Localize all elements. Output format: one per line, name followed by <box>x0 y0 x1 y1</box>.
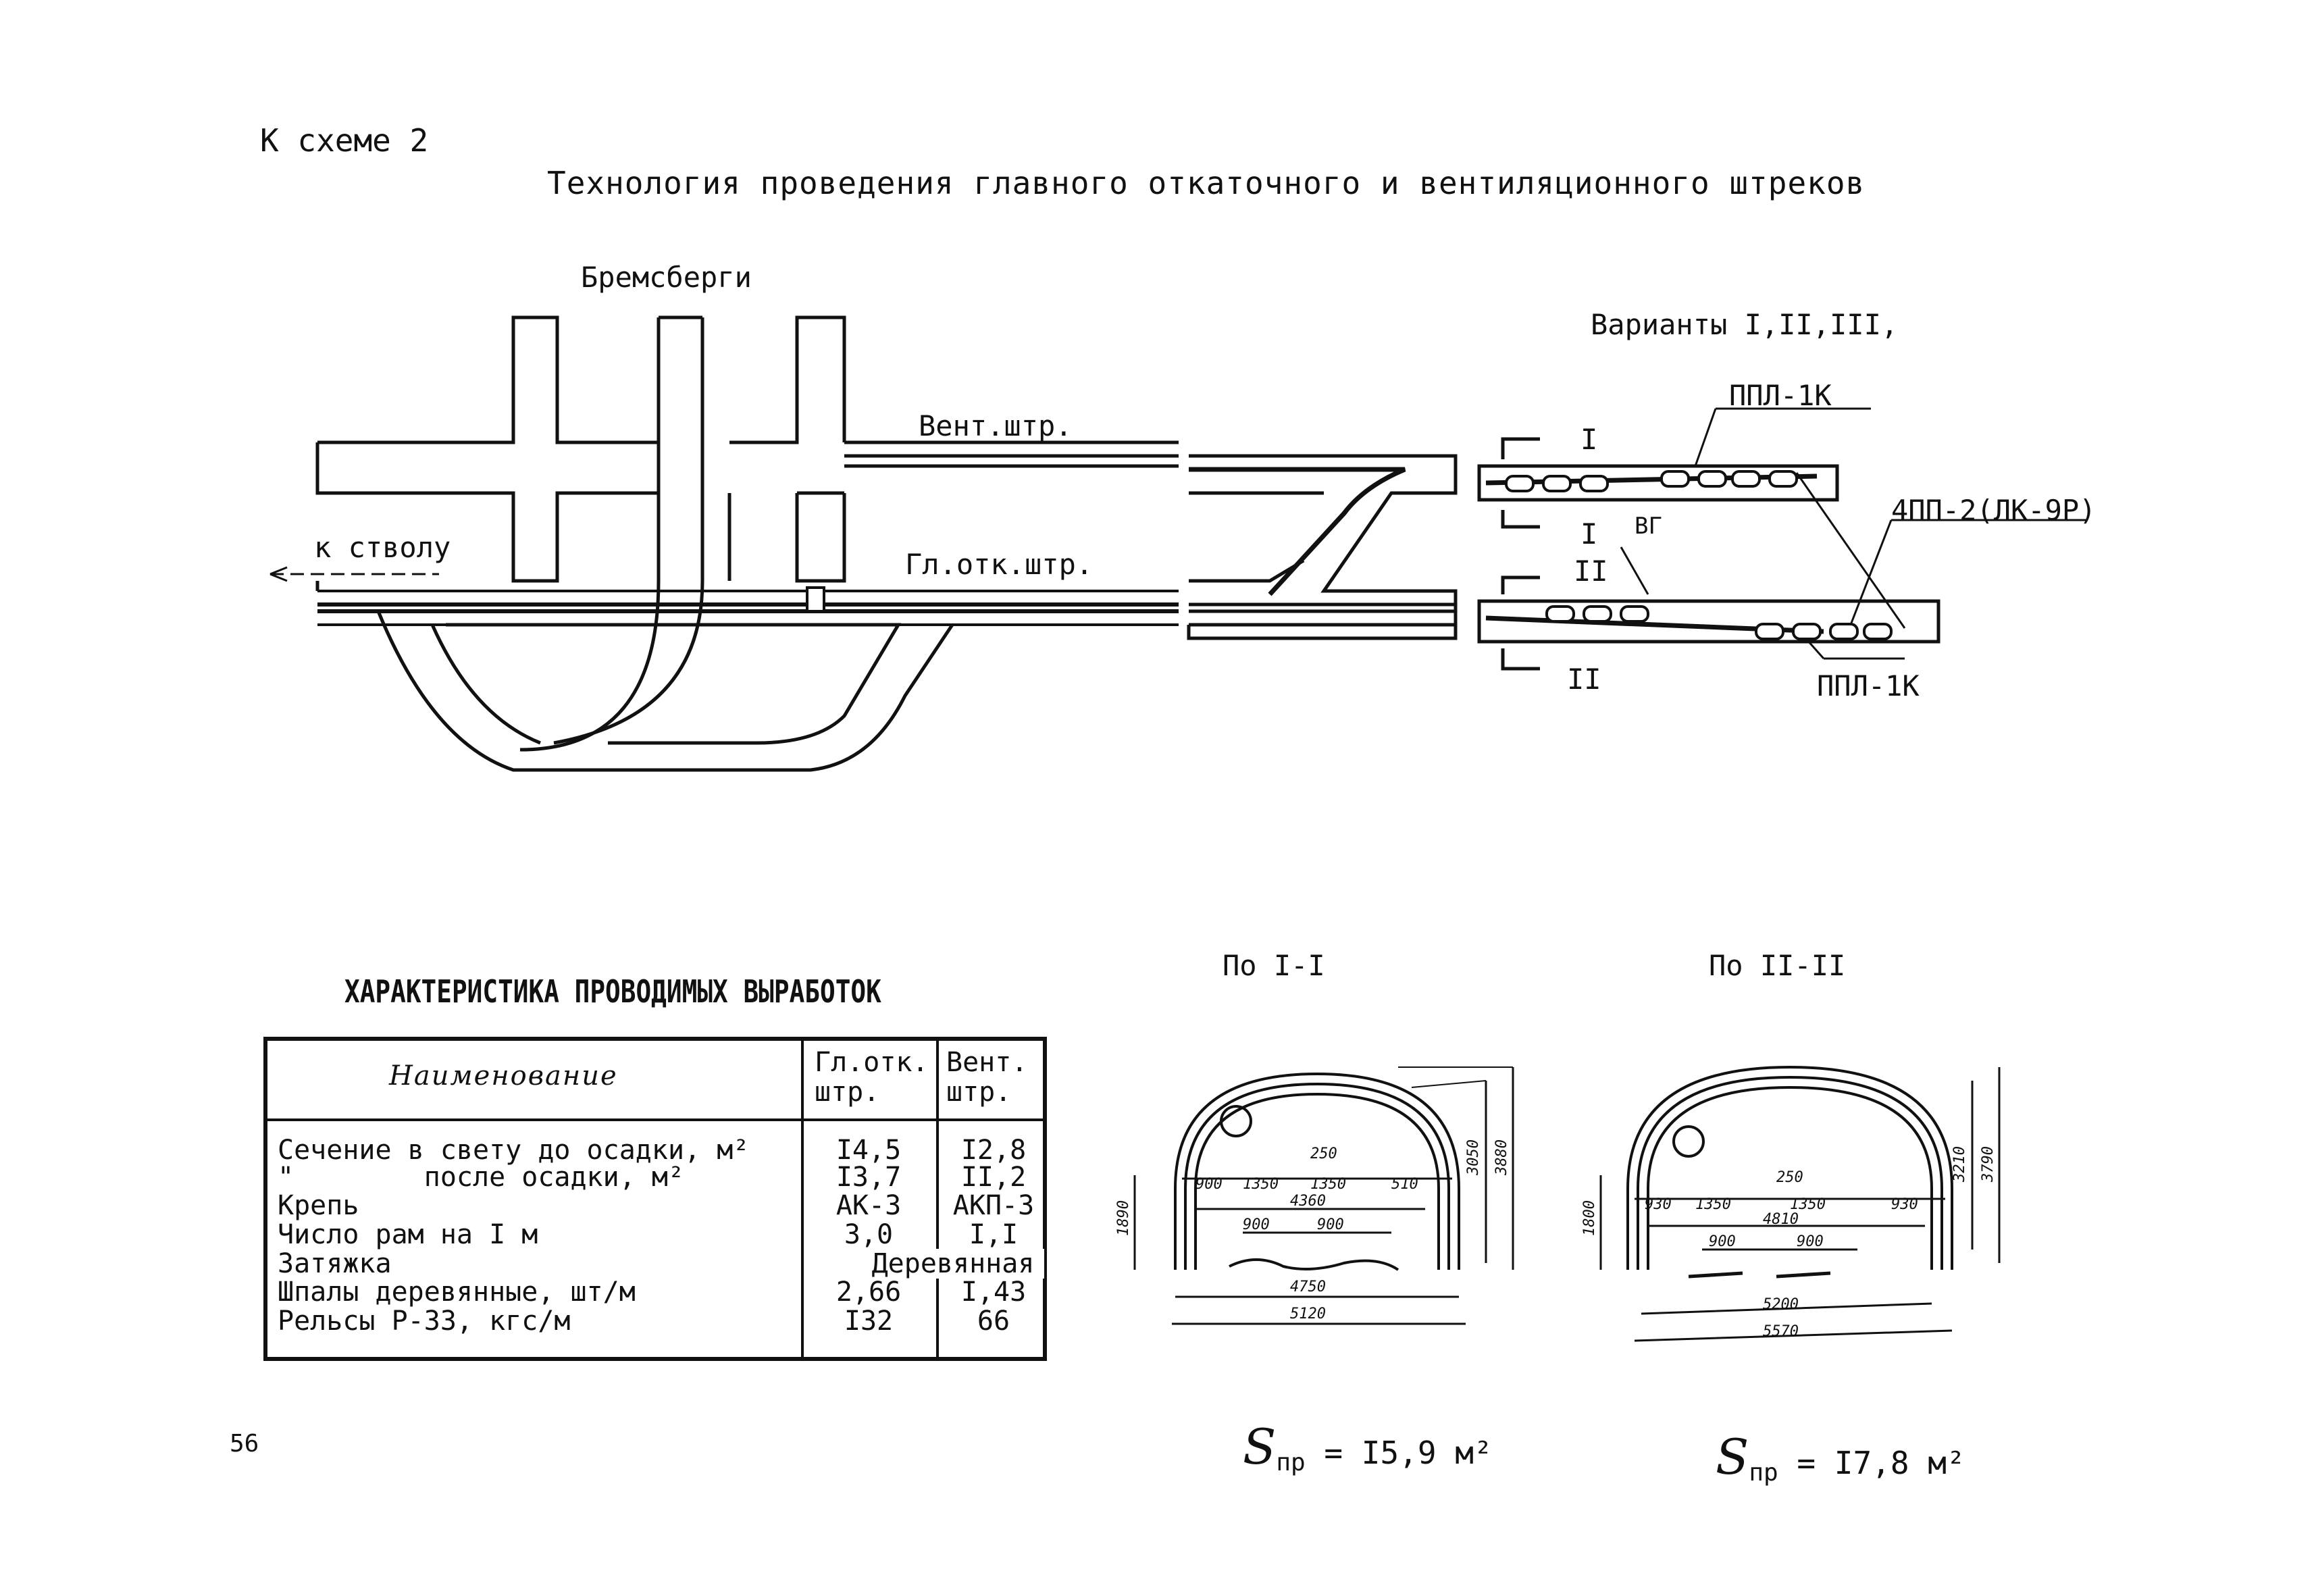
dim-e: 900 <box>1709 1233 1736 1250</box>
row-name: Сечение в свету до осадки, м² <box>278 1135 750 1166</box>
area-symbol: S <box>1716 1428 1749 1485</box>
dim-w: 4810 <box>1763 1211 1799 1228</box>
label-section-II-bottom: II <box>1567 663 1601 696</box>
row-name: Затяжка <box>278 1248 392 1279</box>
header-vent: Вент. штр. <box>946 1047 1028 1108</box>
dim-b: 1350 <box>1695 1196 1731 1213</box>
dim-h1: 3210 <box>1951 1146 1968 1183</box>
section-2-drawing: 250 930 1350 1350 930 4810 900 900 5200 … <box>1581 1065 2001 1342</box>
label-gl-otk-shtr: Гл.отк.штр. <box>905 548 1093 581</box>
dim-h2: 3790 <box>1980 1146 1997 1183</box>
header-gl-otk: Гл.отк. штр. <box>815 1047 929 1108</box>
dim-h2: 3880 <box>1493 1139 1510 1176</box>
label-vent-shtr: Вент.штр. <box>919 409 1073 442</box>
dim-d: 510 <box>1391 1176 1418 1193</box>
dim-side: 1890 <box>1115 1200 1132 1236</box>
label-section-I-bottom: I <box>1580 517 1597 550</box>
label-section-II-top: II <box>1574 555 1608 588</box>
dim-c: 1350 <box>1310 1176 1346 1193</box>
dim-inner: 4750 <box>1290 1279 1326 1295</box>
section-1-area: Sпр = I5,9 м² <box>1243 1418 1493 1476</box>
row-gl: I4,5 <box>835 1135 902 1166</box>
dim-side: 1800 <box>1581 1200 1598 1236</box>
row-vent: I,43 <box>960 1277 1027 1308</box>
dim-f: 900 <box>1797 1233 1824 1250</box>
row-vent: II,2 <box>960 1162 1027 1193</box>
dim-outer: 5120 <box>1290 1306 1326 1322</box>
row-name: Шпалы деревянные, шт/м <box>278 1277 636 1308</box>
row-gl: I32 <box>844 1306 894 1337</box>
section-2-title: По II-II <box>1709 949 1846 982</box>
characteristics-table: Наименование Гл.отк. штр. Вент. штр. Сеч… <box>263 1037 1047 1361</box>
dim-d: 930 <box>1891 1196 1918 1213</box>
dim-b: 1350 <box>1243 1176 1279 1193</box>
header-name: Наименование <box>389 1060 618 1091</box>
row-gl: I3,7 <box>835 1162 902 1193</box>
label-bremsbergi: Бремсберги <box>581 261 752 294</box>
scheme-reference: К схеме 2 <box>260 122 429 159</box>
section-2-area: Sпр = I7,8 м² <box>1716 1428 1965 1487</box>
label-section-I-top: I <box>1580 423 1597 456</box>
label-pp-loader: 4ПП-2(ЛК-9Р) <box>1891 494 2096 527</box>
dim-a: 900 <box>1195 1176 1223 1193</box>
dim-f: 900 <box>1317 1216 1344 1233</box>
row-merged: Деревянная <box>862 1249 1044 1279</box>
area-subscript: пр <box>1749 1459 1778 1487</box>
area-value: = I5,9 м² <box>1324 1435 1493 1471</box>
dim-h1: 3050 <box>1465 1139 1482 1176</box>
row-gl: 3,0 <box>844 1219 894 1250</box>
dim-top: 250 <box>1310 1145 1337 1162</box>
label-variants: Варианты I,II,III, <box>1591 308 1898 341</box>
document-title: Технология проведения главного откаточно… <box>547 165 1866 201</box>
row-vent: I2,8 <box>960 1135 1027 1166</box>
row-name: Число рам на I м <box>278 1219 538 1250</box>
page-number: 56 <box>230 1430 259 1458</box>
row-gl: 2,66 <box>835 1277 902 1308</box>
area-value: = I7,8 м² <box>1797 1445 1965 1481</box>
workings-plan-diagram: Бремсберги Вент.штр. к стволу Гл.отк.штр… <box>269 261 2096 772</box>
row-vent: 66 <box>977 1306 1010 1337</box>
label-ppl-top: ППЛ-1К <box>1729 379 1832 412</box>
label-to-shaft: к стволу <box>314 531 451 564</box>
dim-e: 900 <box>1243 1216 1270 1233</box>
table-title: ХАРАКТЕРИСТИКА ПРОВОДИМЫХ ВЫРАБОТОК <box>344 973 881 1010</box>
dim-top: 250 <box>1776 1169 1803 1186</box>
section-1-drawing: 250 900 1350 1350 510 4360 900 900 4750 … <box>1115 1066 1514 1325</box>
section-1-title: По I-I <box>1223 949 1325 982</box>
row-name: Рельсы Р-33, кгс/м <box>278 1306 571 1337</box>
label-vg: ВГ <box>1635 513 1662 540</box>
dim-inner: 5200 <box>1763 1296 1799 1313</box>
row-name: " после осадки, м² <box>278 1162 685 1193</box>
dim-outer: 5570 <box>1763 1323 1799 1340</box>
dim-w: 4360 <box>1290 1193 1326 1210</box>
row-vent: АКП-3 <box>952 1190 1035 1221</box>
area-subscript: пр <box>1276 1449 1306 1477</box>
dim-c: 1350 <box>1790 1196 1826 1213</box>
dim-a: 930 <box>1645 1196 1672 1213</box>
label-ppl-bottom: ППЛ-1К <box>1817 669 1920 702</box>
row-vent: I,I <box>969 1219 1019 1250</box>
row-name: Крепь <box>278 1190 359 1221</box>
row-gl: АК-3 <box>835 1190 902 1221</box>
area-symbol: S <box>1243 1418 1277 1475</box>
